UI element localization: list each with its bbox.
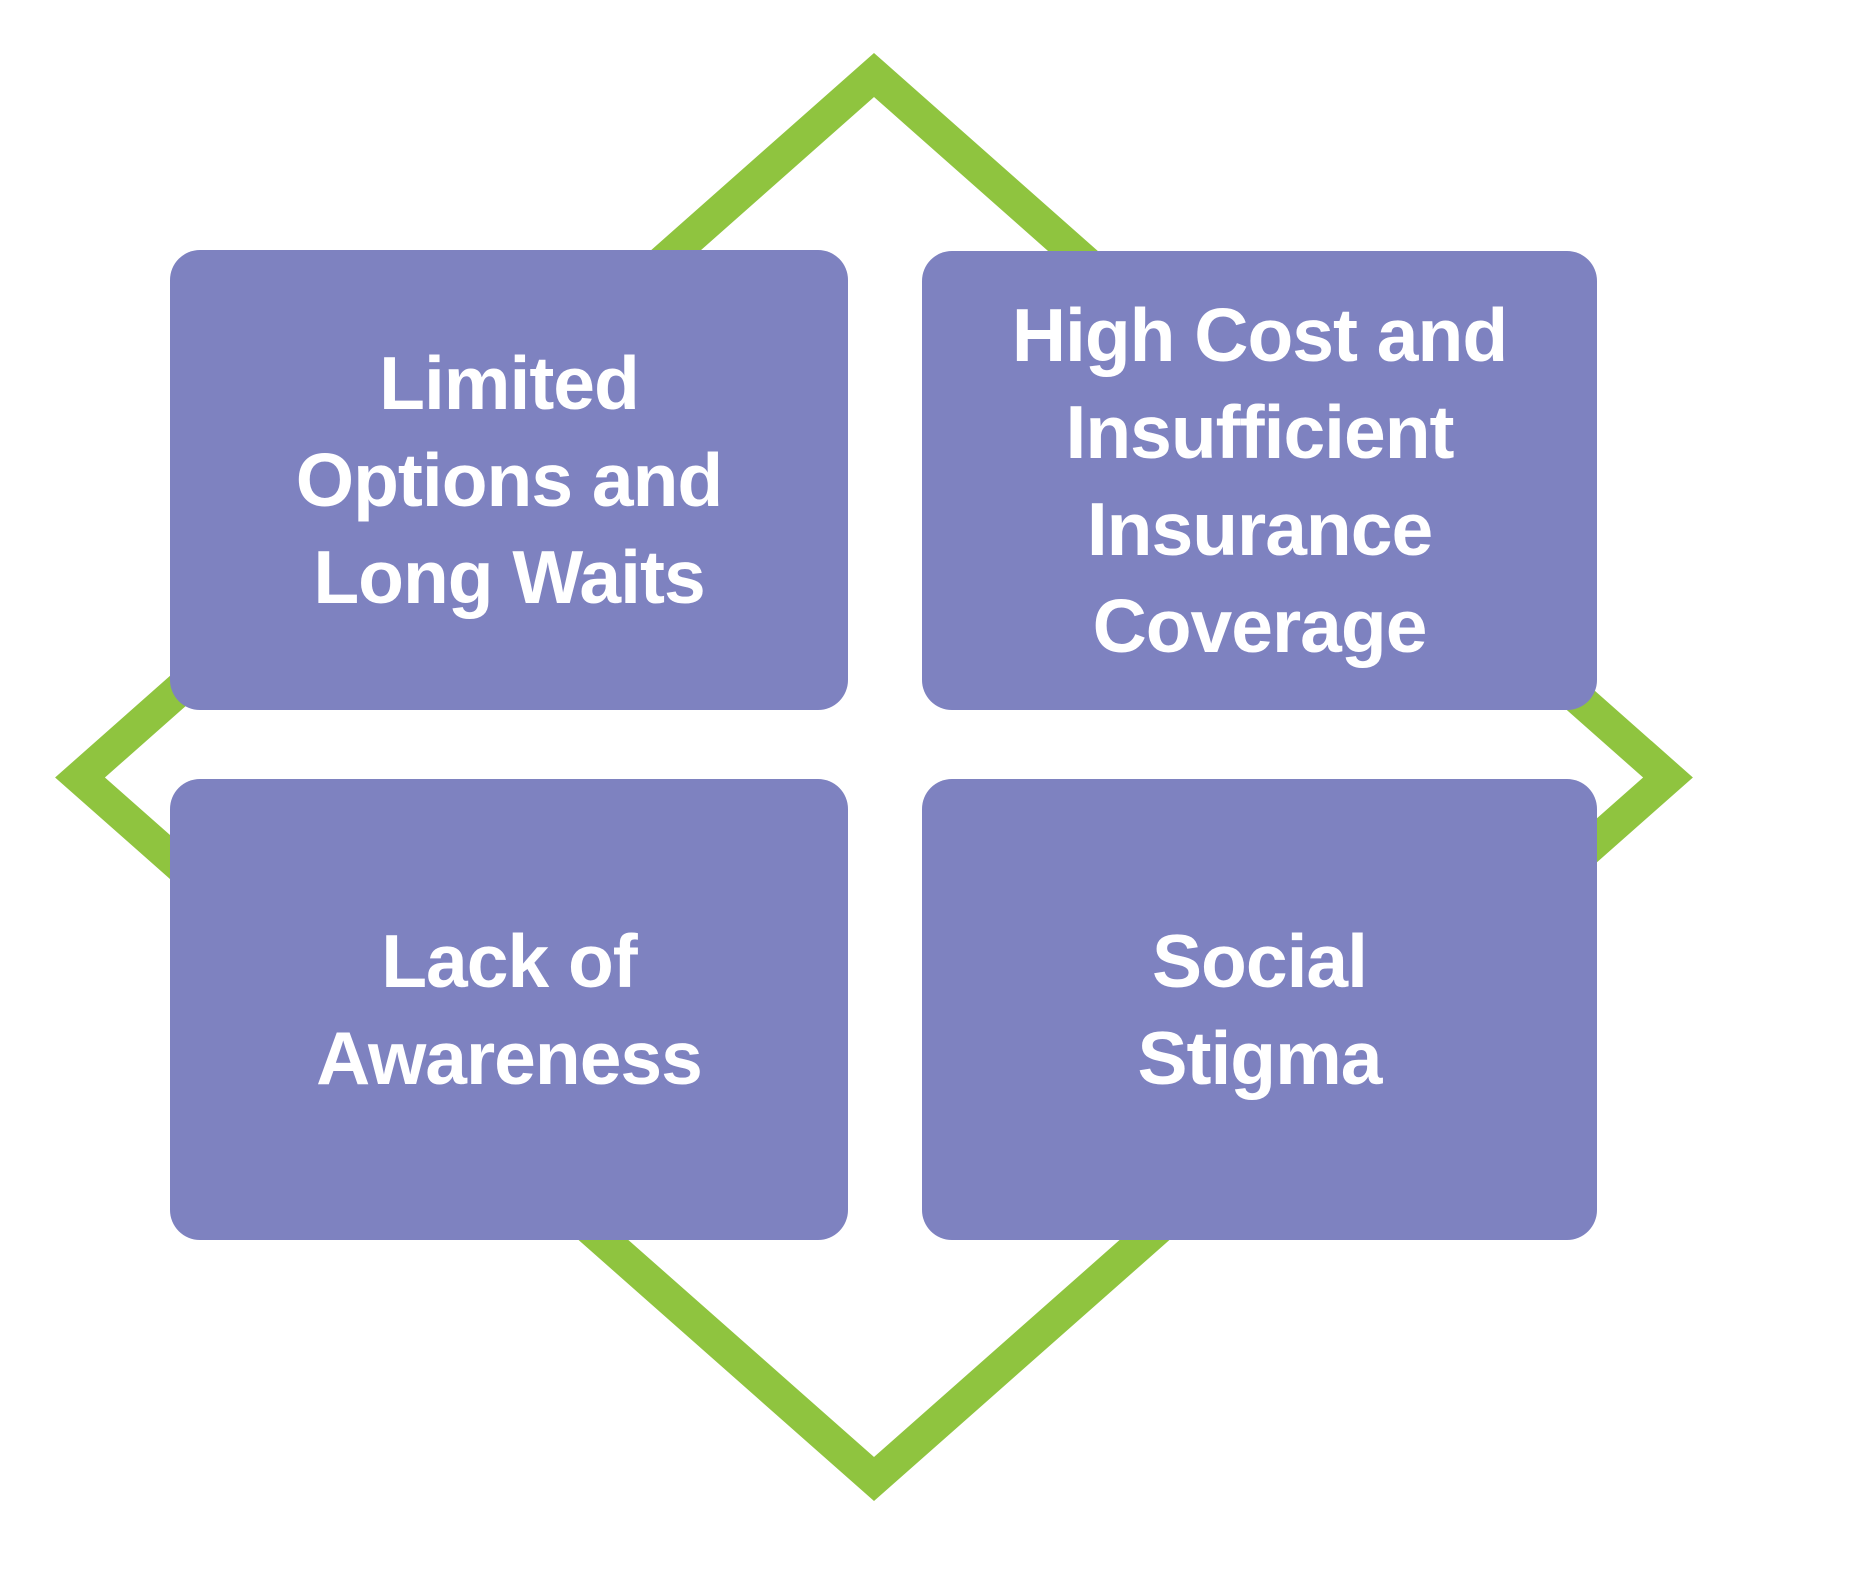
card-text-line: Insurance [1086,486,1433,571]
card-text-line: Coverage [1092,583,1428,668]
card-text-line: Awareness [316,1015,703,1100]
card-text-line: Lack of [381,918,638,1003]
card-text-line: Stigma [1137,1015,1382,1100]
card-text-line: Options and [295,437,723,522]
card-text-line: High Cost and [1011,292,1508,377]
card-text-line: Limited [379,340,640,425]
card-limited-options-and-long-waits: Limited Options and Long Waits [170,250,848,710]
card-lack-of-awareness: Lack of Awareness [170,779,848,1240]
card-high-cost-and-insufficient-insurance-coverage: High Cost and Insufficient Insurance Cov… [922,251,1597,710]
card-social-stigma: Social Stigma [922,779,1597,1240]
card-text-line: Insufficient [1065,389,1454,474]
card-text-line: Social [1152,918,1368,1003]
card-text-line: Long Waits [313,534,705,619]
